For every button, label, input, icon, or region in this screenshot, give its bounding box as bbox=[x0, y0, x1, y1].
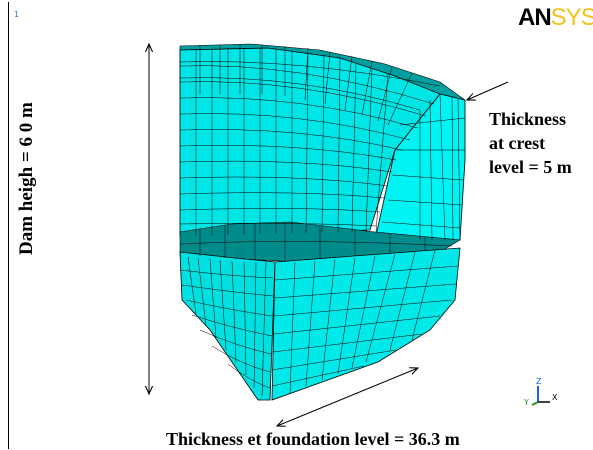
svg-text:Y: Y bbox=[523, 398, 529, 407]
viewport-border bbox=[8, 2, 9, 449]
coordinate-triad: Z X Y bbox=[523, 377, 558, 407]
crest-thickness-label-line2: at crest bbox=[489, 133, 546, 153]
foundation-thickness-label: Thickness et foundation level = 36.3 m bbox=[166, 429, 460, 449]
crest-thickness-label-line3: level = 5 m bbox=[489, 157, 572, 177]
foundation-dimension-arrow bbox=[277, 368, 418, 426]
crest-thickness-label-line1: Thickness bbox=[489, 109, 567, 129]
svg-text:X: X bbox=[552, 393, 558, 402]
crest-pointer-arrow bbox=[467, 81, 509, 100]
lower-front-face bbox=[179, 251, 276, 401]
dam-height-label: Dam heigh = 6 0 m bbox=[16, 102, 37, 255]
svg-text:Z: Z bbox=[536, 377, 542, 386]
mesh-grid bbox=[179, 45, 466, 397]
ansys-logo: ANSYS bbox=[518, 4, 593, 31]
window-number: 1 bbox=[14, 10, 20, 19]
